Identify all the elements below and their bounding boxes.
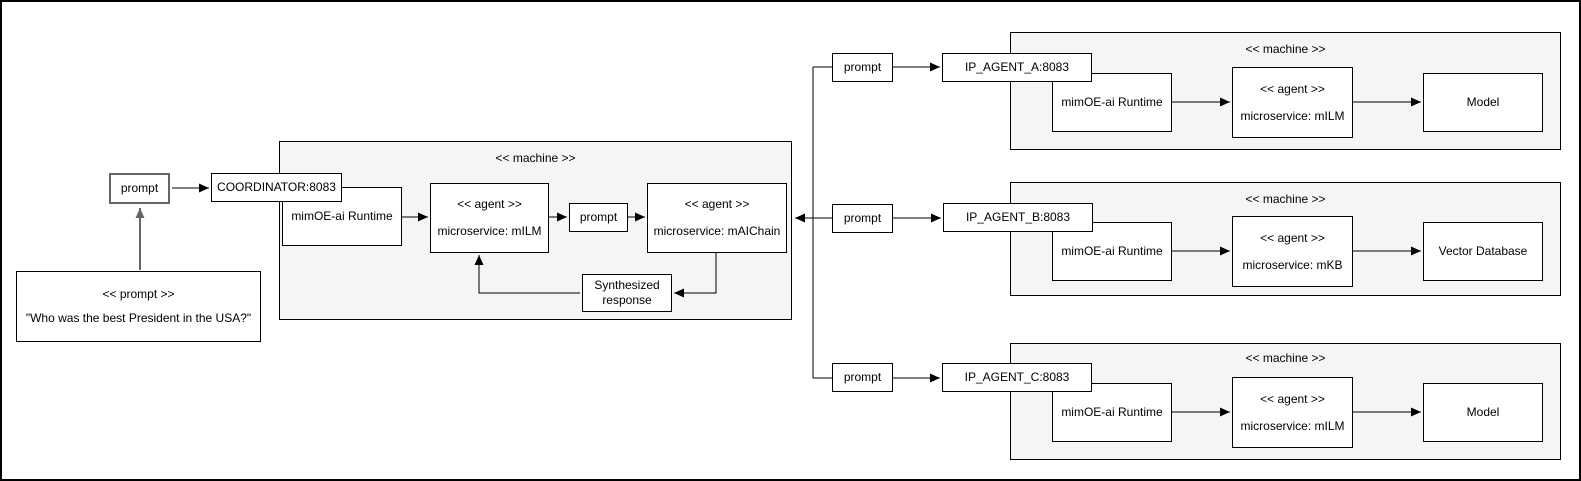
coordinator-prompt-node: prompt [569,203,628,232]
coordinator-machine-stereotype: << machine >> [495,151,576,165]
agent-stereotype: << agent >> [1260,391,1325,406]
agent-service: microservice: mILM [1240,108,1345,123]
machine-c-stereotype: << machine >> [1245,351,1326,365]
agent-node-a: << agent >> microservice: mILM [1232,67,1353,138]
agent-service: microservice: mILM [1240,418,1345,433]
machine-a-stereotype: << machine >> [1245,42,1326,56]
runtime-node-a: mimOE-ai Runtime [1052,73,1172,132]
synthesized-response-node: Synthesized response [582,274,672,312]
ip-agent-b-node: IP_AGENT_B:8083 [943,203,1093,232]
ip-agent-c-node: IP_AGENT_C:8083 [942,363,1092,392]
agent-stereotype: << agent >> [457,197,522,211]
agent-node-b: << agent >> microservice: mKB [1232,216,1353,287]
ip-agent-a-node: IP_AGENT_A:8083 [942,53,1092,82]
coordinator-aichain-agent-node: << agent >> microservice: mAIChain [647,183,787,253]
backend-node-b: Vector Database [1423,222,1543,281]
user-prompt-node: << prompt >> "Who was the best President… [16,271,261,342]
backend-node-a: Model [1423,73,1543,132]
agent-service: microservice: mILM [437,224,542,238]
agent-service: microservice: mKB [1242,257,1343,272]
runtime-node-c: mimOE-ai Runtime [1052,383,1172,442]
machine-b-stereotype: << machine >> [1245,192,1326,206]
user-prompt-stereotype: << prompt >> [102,287,175,301]
agent-stereotype: << agent >> [684,197,750,211]
backend-node-c: Model [1423,383,1543,442]
input-prompt-node: prompt [109,173,170,204]
prompt-node-c: prompt [832,363,893,392]
user-prompt-text: "Who was the best President in the USA?" [25,311,252,325]
agent-stereotype: << agent >> [1260,81,1325,96]
coordinator-node: COORDINATOR:8083 [211,173,342,202]
prompt-node-a: prompt [832,53,893,82]
agent-stereotype: << agent >> [1260,230,1325,245]
coordinator-ilm-agent-node: << agent >> microservice: mILM [430,183,549,253]
agent-service: microservice: mAIChain [653,224,781,238]
prompt-node-b: prompt [832,204,893,233]
agent-node-c: << agent >> microservice: mILM [1232,377,1353,448]
